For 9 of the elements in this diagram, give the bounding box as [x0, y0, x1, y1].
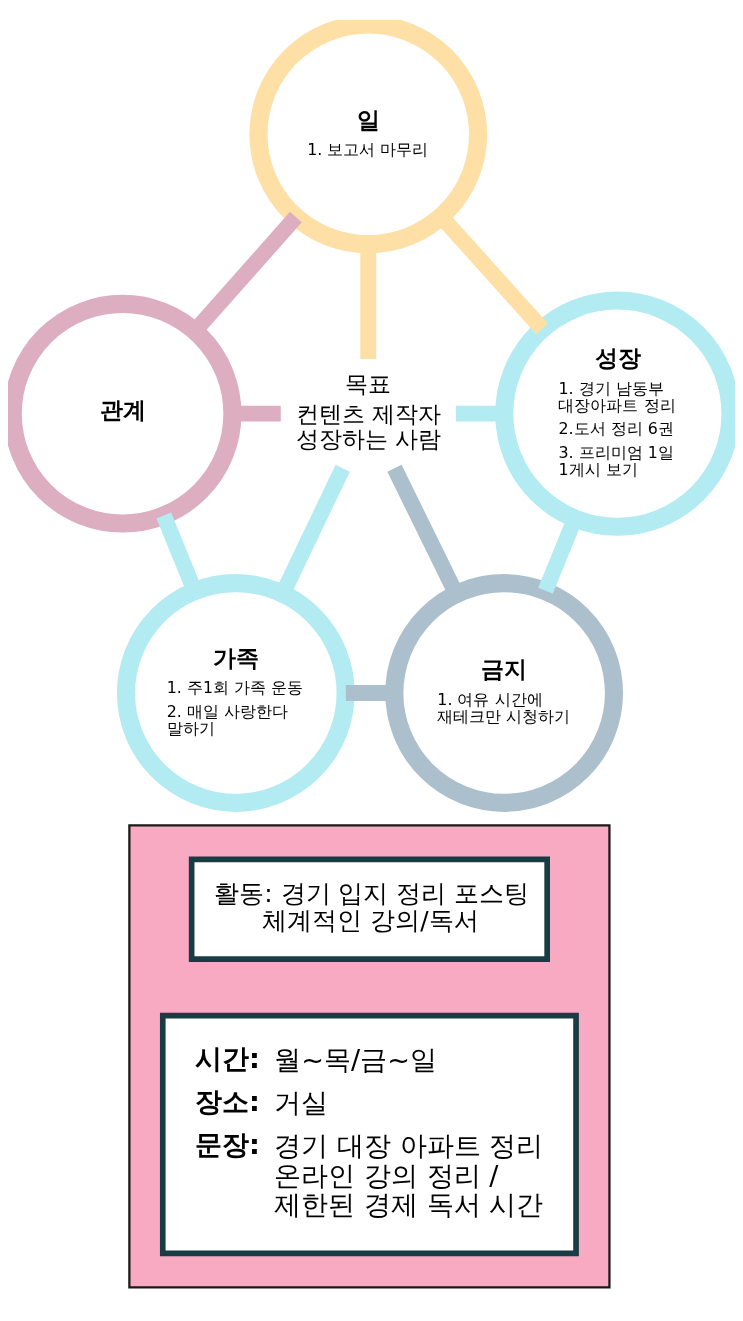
node-circle: 관계 [8, 294, 242, 533]
cluster [128, 824, 611, 1289]
node-circle: 성장 1. 경기 남동부 대장아파트 정리 2.도서 정리 6권 3. 프리미엄 1일 1게시 보기 [495, 291, 735, 536]
node-circle: 금지 1. 여유 시간에 재테크만 시청하기 [385, 574, 624, 812]
node-text: 목표 컨텐츠 제작자 성장하는 사람 [295, 371, 442, 452]
node-circle: 가족 1. 주1회 가족 운동 2. 매일 사랑한다 말하기 [116, 574, 355, 812]
node-box: 활동: 경기 입지 정리 포스팅 체계적인 강의/독서 [188, 856, 550, 962]
node-circle: 일 1. 보고서 마무리 [249, 20, 488, 254]
node-box: 시간: 월~목/금~일 장소: 거실 문장: 경기 대장 아파트 정리 온라인 강의 정리 / 제한된 경제 독서 시간 [159, 1012, 579, 1257]
